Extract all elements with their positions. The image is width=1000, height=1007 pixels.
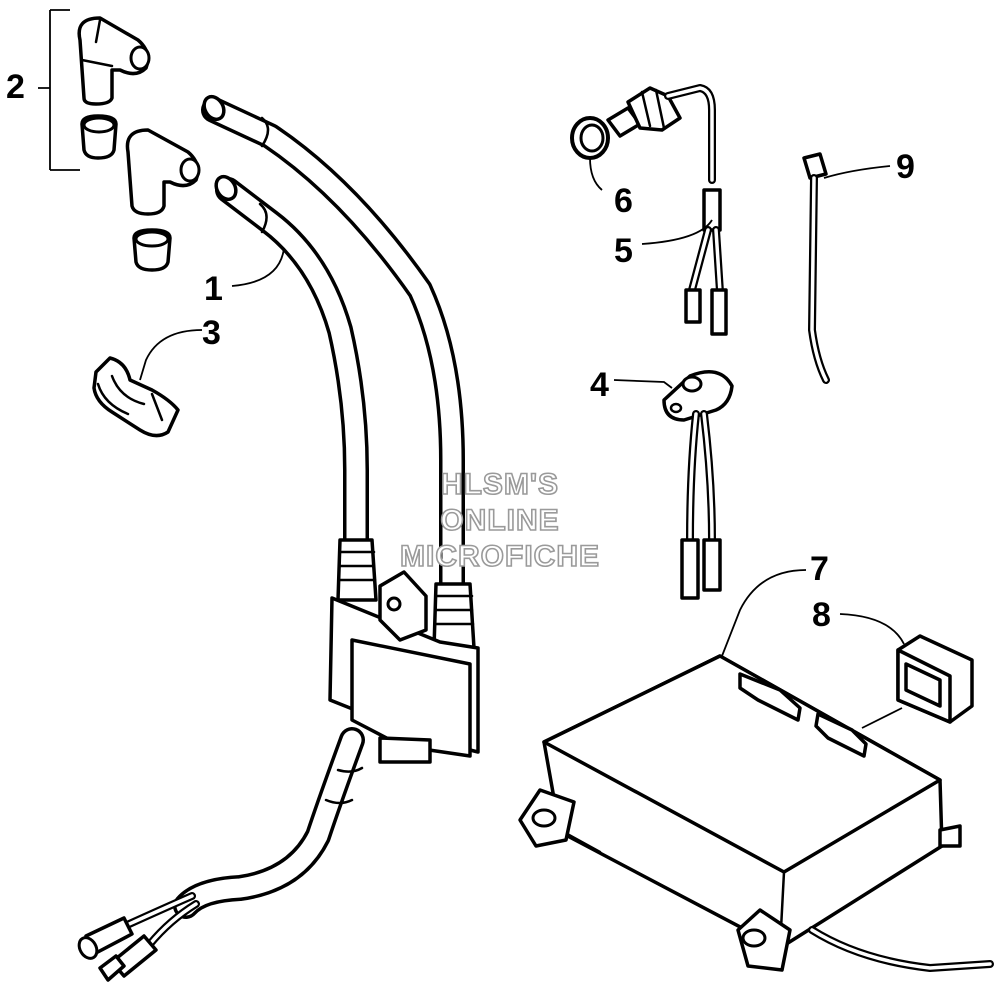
wire-strap	[802, 152, 830, 384]
callout-6: 6	[614, 182, 633, 220]
leader-6	[589, 157, 603, 191]
watermark-line-2: ONLINE	[440, 504, 559, 537]
callout-3: 3	[202, 314, 221, 352]
callout-1: 1	[204, 270, 223, 308]
leader-8b	[861, 707, 903, 729]
leader-8	[839, 613, 905, 645]
callout-8: 8	[812, 596, 831, 634]
callout-5: 5	[614, 232, 633, 270]
connector-cover	[896, 634, 974, 724]
watermark: HLSM'S ONLINE MICROFICHE	[399, 467, 600, 574]
wire-clip	[92, 356, 180, 438]
spark-plug-cap-group	[38, 9, 201, 272]
ignition-coil-assembly	[77, 94, 480, 982]
lower-plug-cap	[125, 128, 200, 216]
control-box	[518, 654, 994, 972]
leader-4	[613, 379, 673, 389]
leader-3	[139, 329, 203, 381]
leader-7	[721, 569, 807, 657]
watermark-line-3: MICROFICHE	[400, 540, 600, 573]
bracket-sensor	[662, 370, 734, 600]
callout-9: 9	[896, 148, 915, 186]
watermark-line-1: HLSM'S	[441, 468, 559, 501]
callout-7: 7	[810, 550, 829, 588]
leader-9	[823, 165, 891, 179]
leader-5	[641, 219, 713, 245]
leader-1	[231, 247, 285, 287]
callout-2: 2	[6, 68, 25, 106]
washer	[570, 116, 610, 160]
bracket-2	[38, 9, 80, 171]
callout-4: 4	[590, 366, 609, 404]
temperature-sensor	[606, 84, 728, 336]
